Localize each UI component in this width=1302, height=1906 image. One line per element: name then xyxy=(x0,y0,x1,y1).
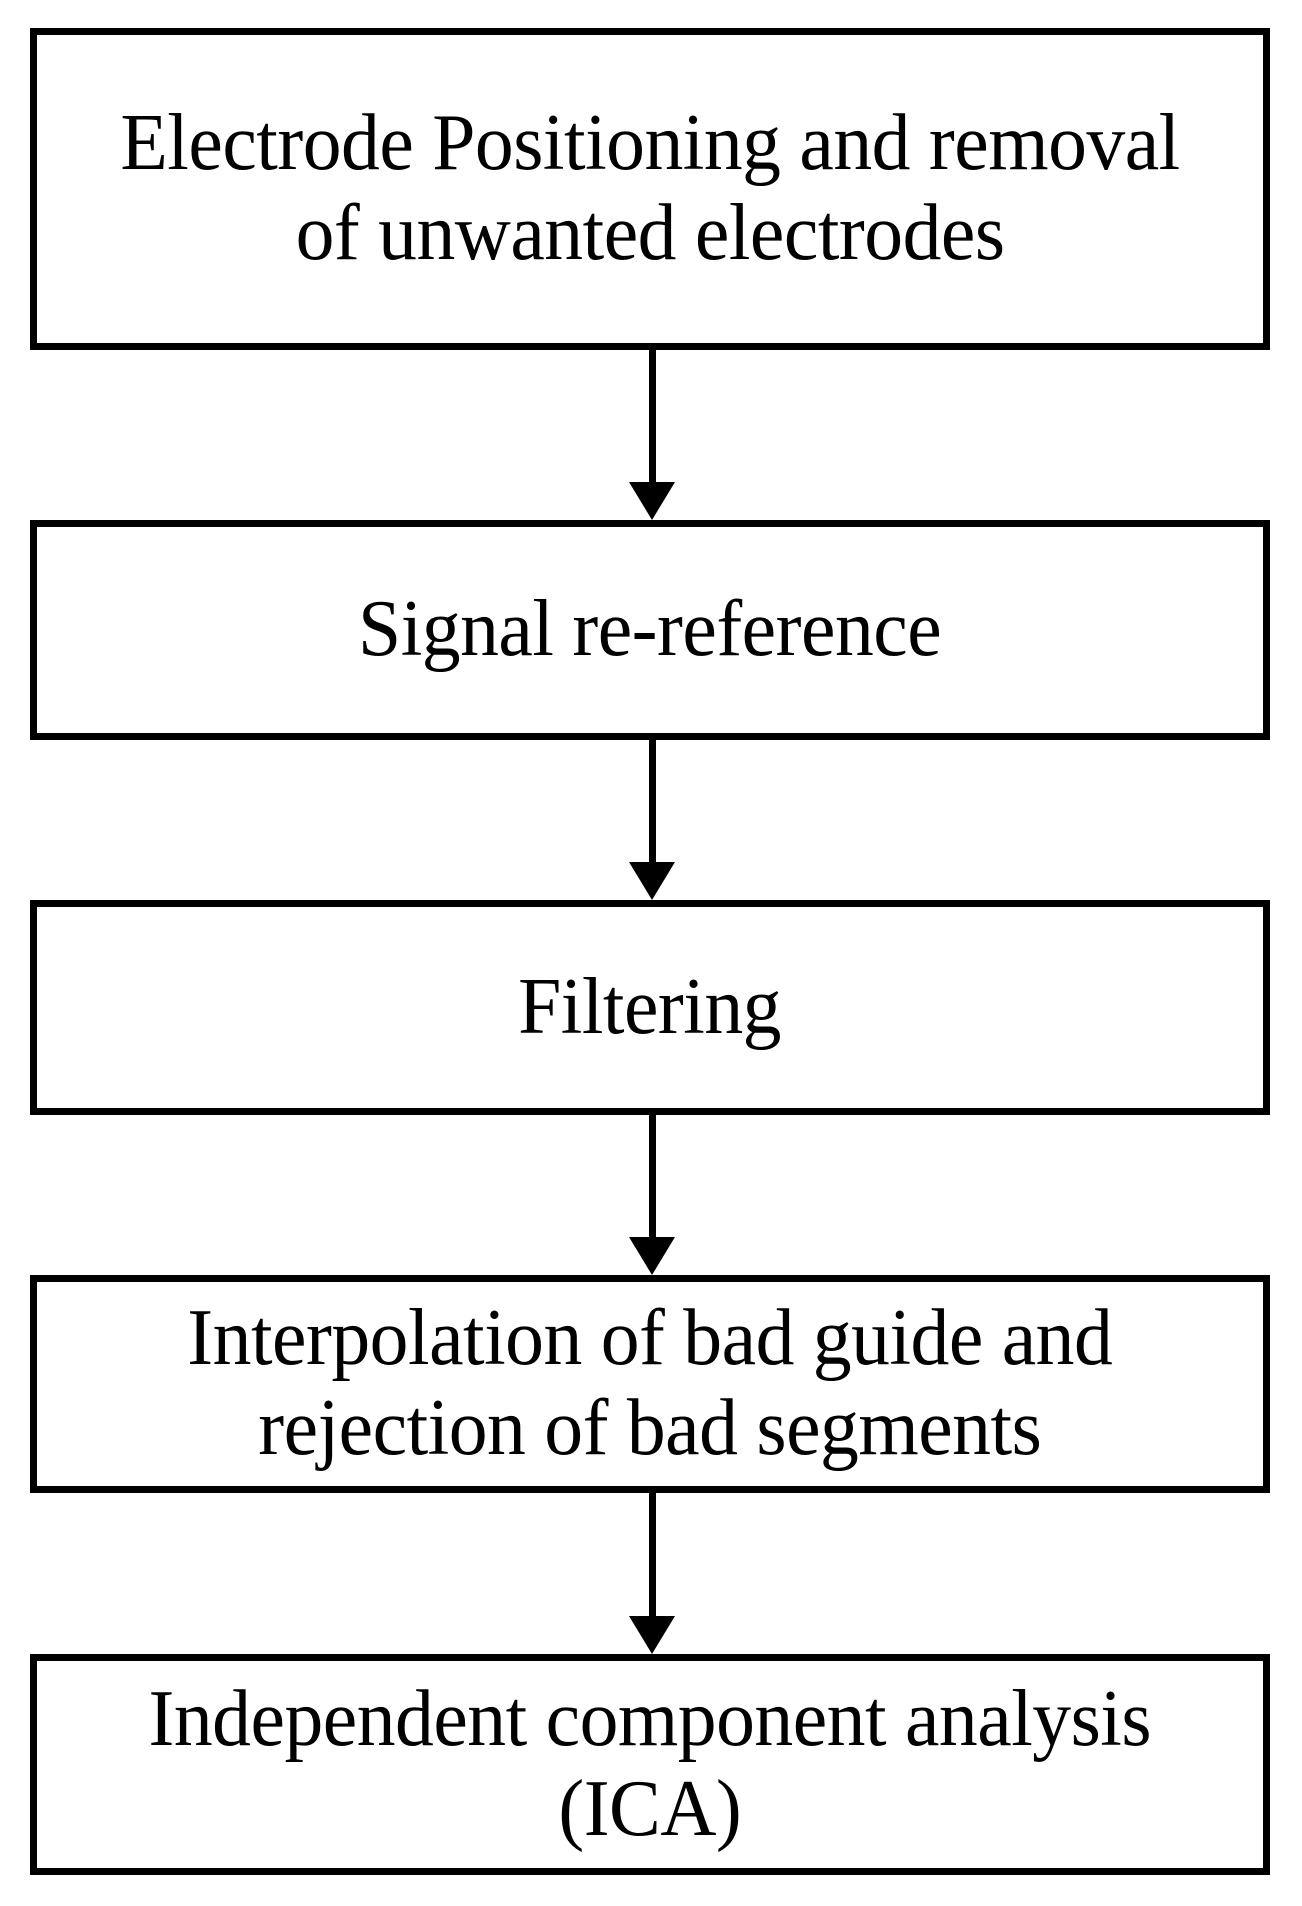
flowchart-connector-arrow-down xyxy=(629,1115,675,1275)
arrow-shaft xyxy=(648,350,656,482)
arrow-shaft xyxy=(648,740,656,862)
arrow-head-icon xyxy=(629,1237,675,1275)
flowchart-connector-arrow-down xyxy=(629,350,675,520)
arrow-head-icon xyxy=(629,482,675,520)
arrow-shaft xyxy=(648,1115,656,1237)
arrow-shaft xyxy=(648,1493,656,1616)
node-label: Interpolation of bad guide and rejection… xyxy=(187,1294,1113,1472)
flowchart-node-electrode-positioning[interactable]: Electrode Positioning and removal of unw… xyxy=(30,28,1270,350)
node-label: Signal re-reference xyxy=(358,585,942,674)
flowchart-connector-arrow-down xyxy=(629,1493,675,1654)
flowchart-connector-arrow-down xyxy=(629,740,675,900)
node-label: Independent component analysis (ICA) xyxy=(148,1674,1152,1853)
flowchart-node-interpolation-rejection[interactable]: Interpolation of bad guide and rejection… xyxy=(30,1275,1270,1493)
arrow-head-icon xyxy=(629,1616,675,1654)
flowchart-node-independent-component-analysis[interactable]: Independent component analysis (ICA) xyxy=(30,1654,1270,1875)
flowchart-node-signal-re-reference[interactable]: Signal re-reference xyxy=(30,520,1270,740)
node-label: Electrode Positioning and removal of unw… xyxy=(120,99,1180,277)
flowchart-node-filtering[interactable]: Filtering xyxy=(30,900,1270,1115)
node-label: Filtering xyxy=(518,962,782,1051)
arrow-head-icon xyxy=(629,862,675,900)
